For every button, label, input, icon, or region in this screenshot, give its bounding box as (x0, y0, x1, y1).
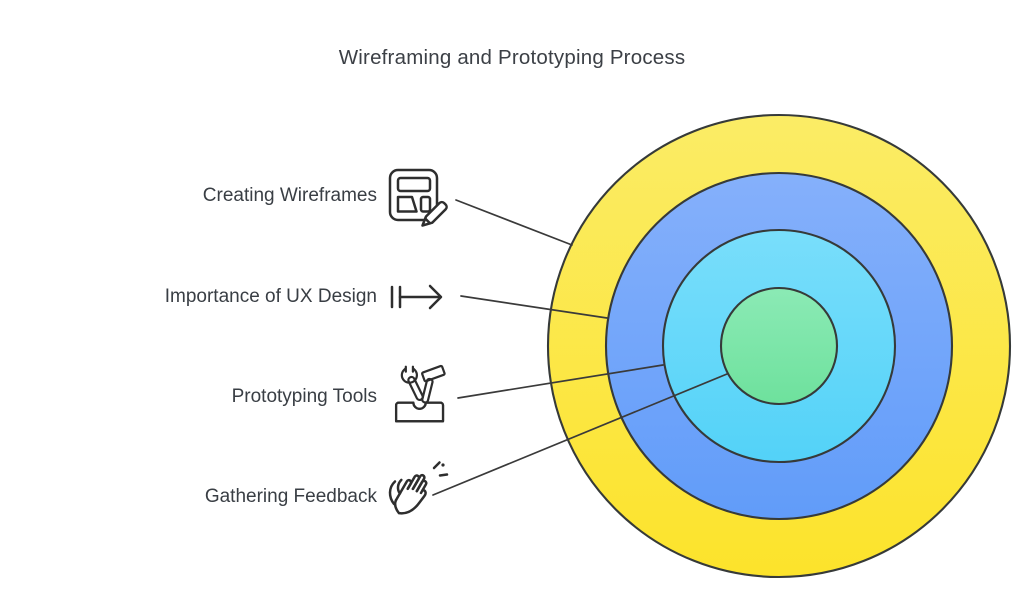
label-prototyping-tools: Prototyping Tools (231, 386, 377, 407)
clapping-hands-icon (384, 457, 450, 529)
connector-prototyping-tools (457, 364, 664, 399)
page-title: Wireframing and Prototyping Process (338, 46, 686, 69)
connector-gathering-feedback (432, 373, 728, 496)
bar-arrow-right-icon (388, 280, 454, 314)
label-creating-wireframes: Creating Wireframes (202, 185, 377, 206)
wireframe-pencil-icon (386, 167, 450, 231)
ring-level-4-center (719, 286, 839, 406)
toolbox-icon (389, 360, 451, 424)
connector-creating-wireframes (455, 199, 573, 246)
label-gathering-feedback: Gathering Feedback (204, 486, 377, 507)
connector-importance-of-ux-design (460, 295, 608, 319)
label-importance-of-ux-design: Importance of UX Design (164, 286, 377, 307)
